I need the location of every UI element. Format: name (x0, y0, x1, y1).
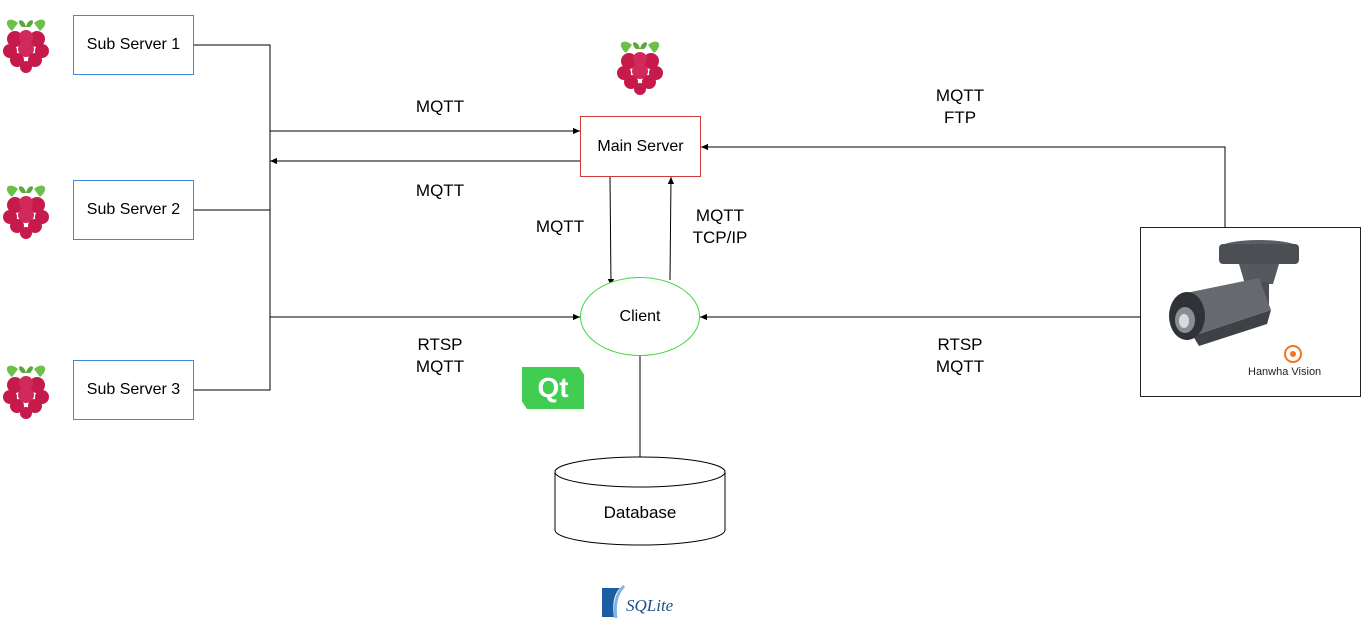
raspberry-pi-icon (3, 19, 49, 73)
database-cylinder (554, 456, 726, 546)
sub-server-2-label: Sub Server 2 (86, 201, 181, 218)
client-to-main-arrow (667, 176, 675, 281)
sub1-bus-line (193, 44, 271, 391)
edge-label-camera-to-main: MQTT FTP (935, 86, 985, 127)
main-server-label: Main Server (597, 137, 684, 155)
main-server: Main Server (580, 116, 701, 177)
client-node: Client (580, 277, 700, 356)
sub-server-2: Sub Server 2 (73, 180, 194, 240)
raspberry-pi-icon (617, 41, 663, 95)
sub-server-3-label: Sub Server 3 (86, 381, 181, 398)
sqlite-feather-icon (602, 584, 626, 619)
hanwha-vision-logo: Hanwha Vision (1248, 366, 1322, 378)
edge-label-client-to-main: MQTT TCP/IP (692, 206, 748, 247)
sub-server-1: Sub Server 1 (73, 15, 194, 75)
edge-label-bus-to-main: MQTT (415, 97, 465, 116)
qt-logo: Qt (522, 367, 584, 409)
edge-label-camera-to-client: RTSP MQTT (935, 335, 985, 376)
sub-server-1-label: Sub Server 1 (86, 36, 181, 53)
edge-label-main-to-client: MQTT (535, 217, 585, 236)
camera-to-main-arrow (701, 143, 1226, 227)
edge-label-main-to-bus: MQTT (415, 181, 465, 200)
ip-camera-box: Hanwha Vision (1140, 227, 1361, 397)
sub-server-3: Sub Server 3 (73, 360, 194, 420)
ip-camera-icon (1169, 240, 1302, 363)
client-label: Client (619, 307, 661, 325)
edge-label-bus-to-client: RTSP MQTT (415, 335, 465, 376)
database-label: Database (603, 503, 677, 522)
sqlite-logo: SQLite (600, 584, 690, 620)
main-to-client-arrow (607, 176, 615, 287)
raspberry-pi-icon (3, 185, 49, 239)
raspberry-pi-icon (3, 365, 49, 419)
